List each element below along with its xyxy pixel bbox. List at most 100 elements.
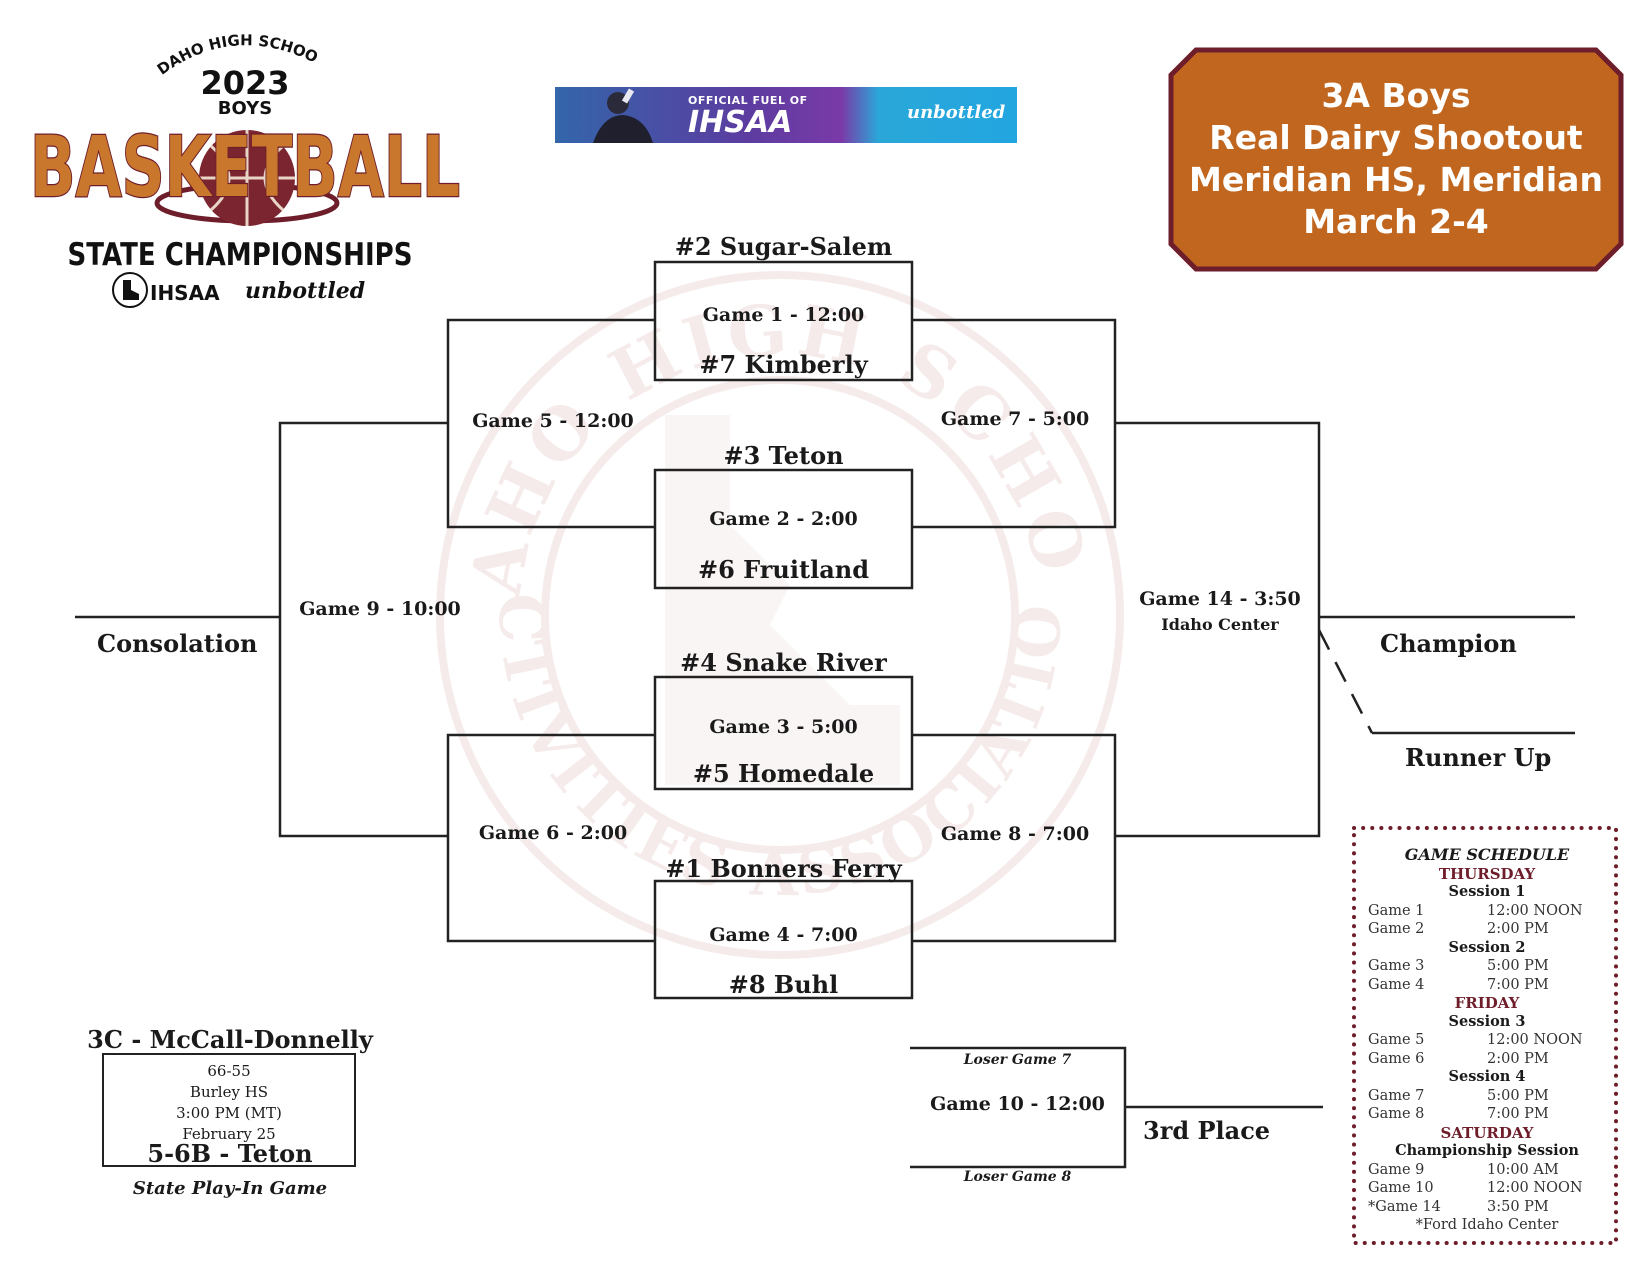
schedule-game: Game 2 [1368, 921, 1425, 937]
plaque-location: Meridian HS, Meridian [1189, 160, 1603, 199]
schedule-game: Game 1 [1368, 902, 1425, 919]
schedule-session: Championship Session [1395, 1142, 1579, 1159]
schedule-row: Game 4 7:00 PM [1368, 976, 1606, 995]
banner-brand: unbottled [907, 102, 1006, 123]
logo-subtitle: STATE CHAMPIONSHIPS [68, 237, 413, 273]
schedule-time: 7:00 PM [1487, 976, 1549, 993]
schedule-row: *Game 14 3:50 PM [1368, 1198, 1606, 1217]
playin-venue: Burley HS [189, 1083, 269, 1101]
logo-year: 2023 [200, 64, 289, 102]
schedule-game: Game 6 [1368, 1050, 1425, 1067]
game-2-label: Game 2 - 2:00 [709, 508, 858, 530]
game-5-label: Game 5 - 12:00 [472, 410, 634, 432]
schedule-note: *Ford Idaho Center [1415, 1217, 1559, 1233]
game3-box [653, 675, 914, 791]
schedule-game: Game 9 [1368, 1161, 1425, 1178]
schedule-session: Session 2 [1448, 938, 1526, 956]
schedule-row: Game 2 2:00 PM [1368, 920, 1606, 939]
schedule-time: 10:00 AM [1487, 1161, 1559, 1178]
loser-game-8-label: Loser Game 8 [963, 1169, 1072, 1185]
schedule-time: 2:00 PM [1487, 921, 1549, 937]
plaque-division: 3A Boys [1321, 76, 1471, 115]
banner-tagline: OFFICIAL FUEL OF [688, 94, 808, 107]
schedule-game: Game 3 [1368, 958, 1425, 974]
playin-bottom-team: 5-6B - Teton [147, 1139, 313, 1168]
team-7-kimberly: #7 Kimberly [699, 350, 868, 379]
schedule-session: Session 3 [1448, 1012, 1526, 1030]
schedule-row: Game 7 5:00 PM [1368, 1087, 1606, 1106]
playin-date: February 25 [182, 1125, 276, 1143]
team-3-teton: #3 Teton [723, 441, 844, 470]
schedule-row: Game 9 10:00 AM [1368, 1161, 1606, 1180]
watermark-seal: IDAHO HIGH SCHOOL ACTIVITIES ASSOCIATION [430, 265, 1124, 959]
game-3-label: Game 3 - 5:00 [709, 716, 858, 738]
team-5-homedale: #5 Homedale [692, 759, 875, 788]
schedule-game: Game 8 [1368, 1106, 1425, 1122]
schedule-row: Game 3 5:00 PM [1368, 957, 1606, 976]
playin-caption: State Play-In Game [132, 1178, 328, 1199]
logo-org: IHSAA [150, 281, 220, 305]
game-10-label: Game 10 - 12:00 [930, 1093, 1105, 1115]
schedule-game: Game 7 [1368, 1087, 1425, 1104]
schedule-game: Game 4 [1368, 976, 1425, 993]
schedule-time: 7:00 PM [1487, 1106, 1549, 1122]
schedule-row: Game 8 7:00 PM [1368, 1105, 1606, 1124]
schedule-time: 5:00 PM [1487, 958, 1549, 974]
playin-time: 3:00 PM (MT) [176, 1104, 282, 1122]
plaque-event: Real Dairy Shootout [1209, 118, 1583, 157]
team-8-buhl: #8 Buhl [728, 970, 839, 999]
third-place-label: 3rd Place [1143, 1116, 1271, 1145]
schedule-day: THURSDAY [1438, 864, 1536, 883]
schedule-game: *Game 14 [1368, 1198, 1441, 1215]
schedule-time: 3:50 PM [1487, 1198, 1549, 1215]
schedule-time: 12:00 NOON [1487, 1032, 1583, 1048]
game4-box [653, 879, 914, 1000]
schedule-session: Session 4 [1448, 1068, 1526, 1085]
game-6-label: Game 6 - 2:00 [478, 822, 628, 844]
team-4-snake-river: #4 Snake River [680, 648, 887, 677]
game2-box [653, 468, 914, 590]
schedule-time: 2:00 PM [1487, 1050, 1549, 1067]
game-8-label: Game 8 - 7:00 [940, 823, 1090, 845]
schedule-title: GAME SCHEDULE [1404, 845, 1570, 864]
runner-up-label: Runner Up [1405, 743, 1552, 772]
schedule-day: FRIDAY [1454, 994, 1520, 1012]
tournament-logo: IDAHO HIGH SCHOOL 2023 BOYS BASKETBALL S… [15, 18, 461, 308]
team-1-bonners-ferry: #1 Bonners Ferry [665, 854, 902, 883]
logo-sport: BASKETBALL [30, 118, 460, 216]
schedule-border [1352, 826, 1618, 1245]
schedule-row: Game 1 12:00 NOON [1368, 902, 1606, 921]
schedule-day: SATURDAY [1440, 1123, 1534, 1142]
schedule-session: Session 1 [1448, 883, 1526, 900]
schedule-game: Game 10 [1368, 1180, 1434, 1196]
title-plaque [1168, 47, 1624, 272]
logo-gender: BOYS [218, 98, 272, 119]
game-7-label: Game 7 - 5:00 [940, 408, 1090, 430]
schedule-row: Game 10 12:00 NOON [1368, 1179, 1606, 1198]
plaque-dates: March 2-4 [1303, 202, 1489, 241]
sponsor-banner[interactable]: OFFICIAL FUEL OF IHSAA unbottled [555, 87, 1017, 143]
banner-org: IHSAA [688, 105, 793, 140]
schedule-time: 12:00 NOON [1487, 902, 1583, 919]
playin-score: 66-55 [207, 1062, 251, 1080]
game-9-label: Game 9 - 10:00 [299, 598, 461, 620]
drinking-figure-icon [593, 88, 653, 143]
loser-game-7-label: Loser Game 7 [963, 1052, 1072, 1068]
champion-label: Champion [1380, 629, 1517, 658]
playin-box: 66-55 Burley HS 3:00 PM (MT) February 25 [102, 1053, 356, 1167]
consolation-label: Consolation [97, 629, 258, 658]
game-14-label: Game 14 - 3:50 [1139, 588, 1301, 610]
game-14-venue: Idaho Center [1161, 615, 1279, 634]
team-2-sugar-salem: #2 Sugar-Salem [674, 232, 893, 261]
schedule-time: 5:00 PM [1487, 1087, 1549, 1104]
schedule-row: Game 6 2:00 PM [1368, 1050, 1606, 1069]
game-1-label: Game 1 - 12:00 [702, 304, 865, 326]
schedule-time: 12:00 NOON [1487, 1180, 1583, 1196]
logo-sponsor: unbottled [245, 278, 365, 304]
game-4-label: Game 4 - 7:00 [709, 924, 858, 946]
playin-top-team: 3C - McCall-Donnelly [87, 1025, 373, 1054]
title-plaque-text: 3A Boys Real Dairy Shootout Meridian HS,… [1168, 75, 1624, 243]
